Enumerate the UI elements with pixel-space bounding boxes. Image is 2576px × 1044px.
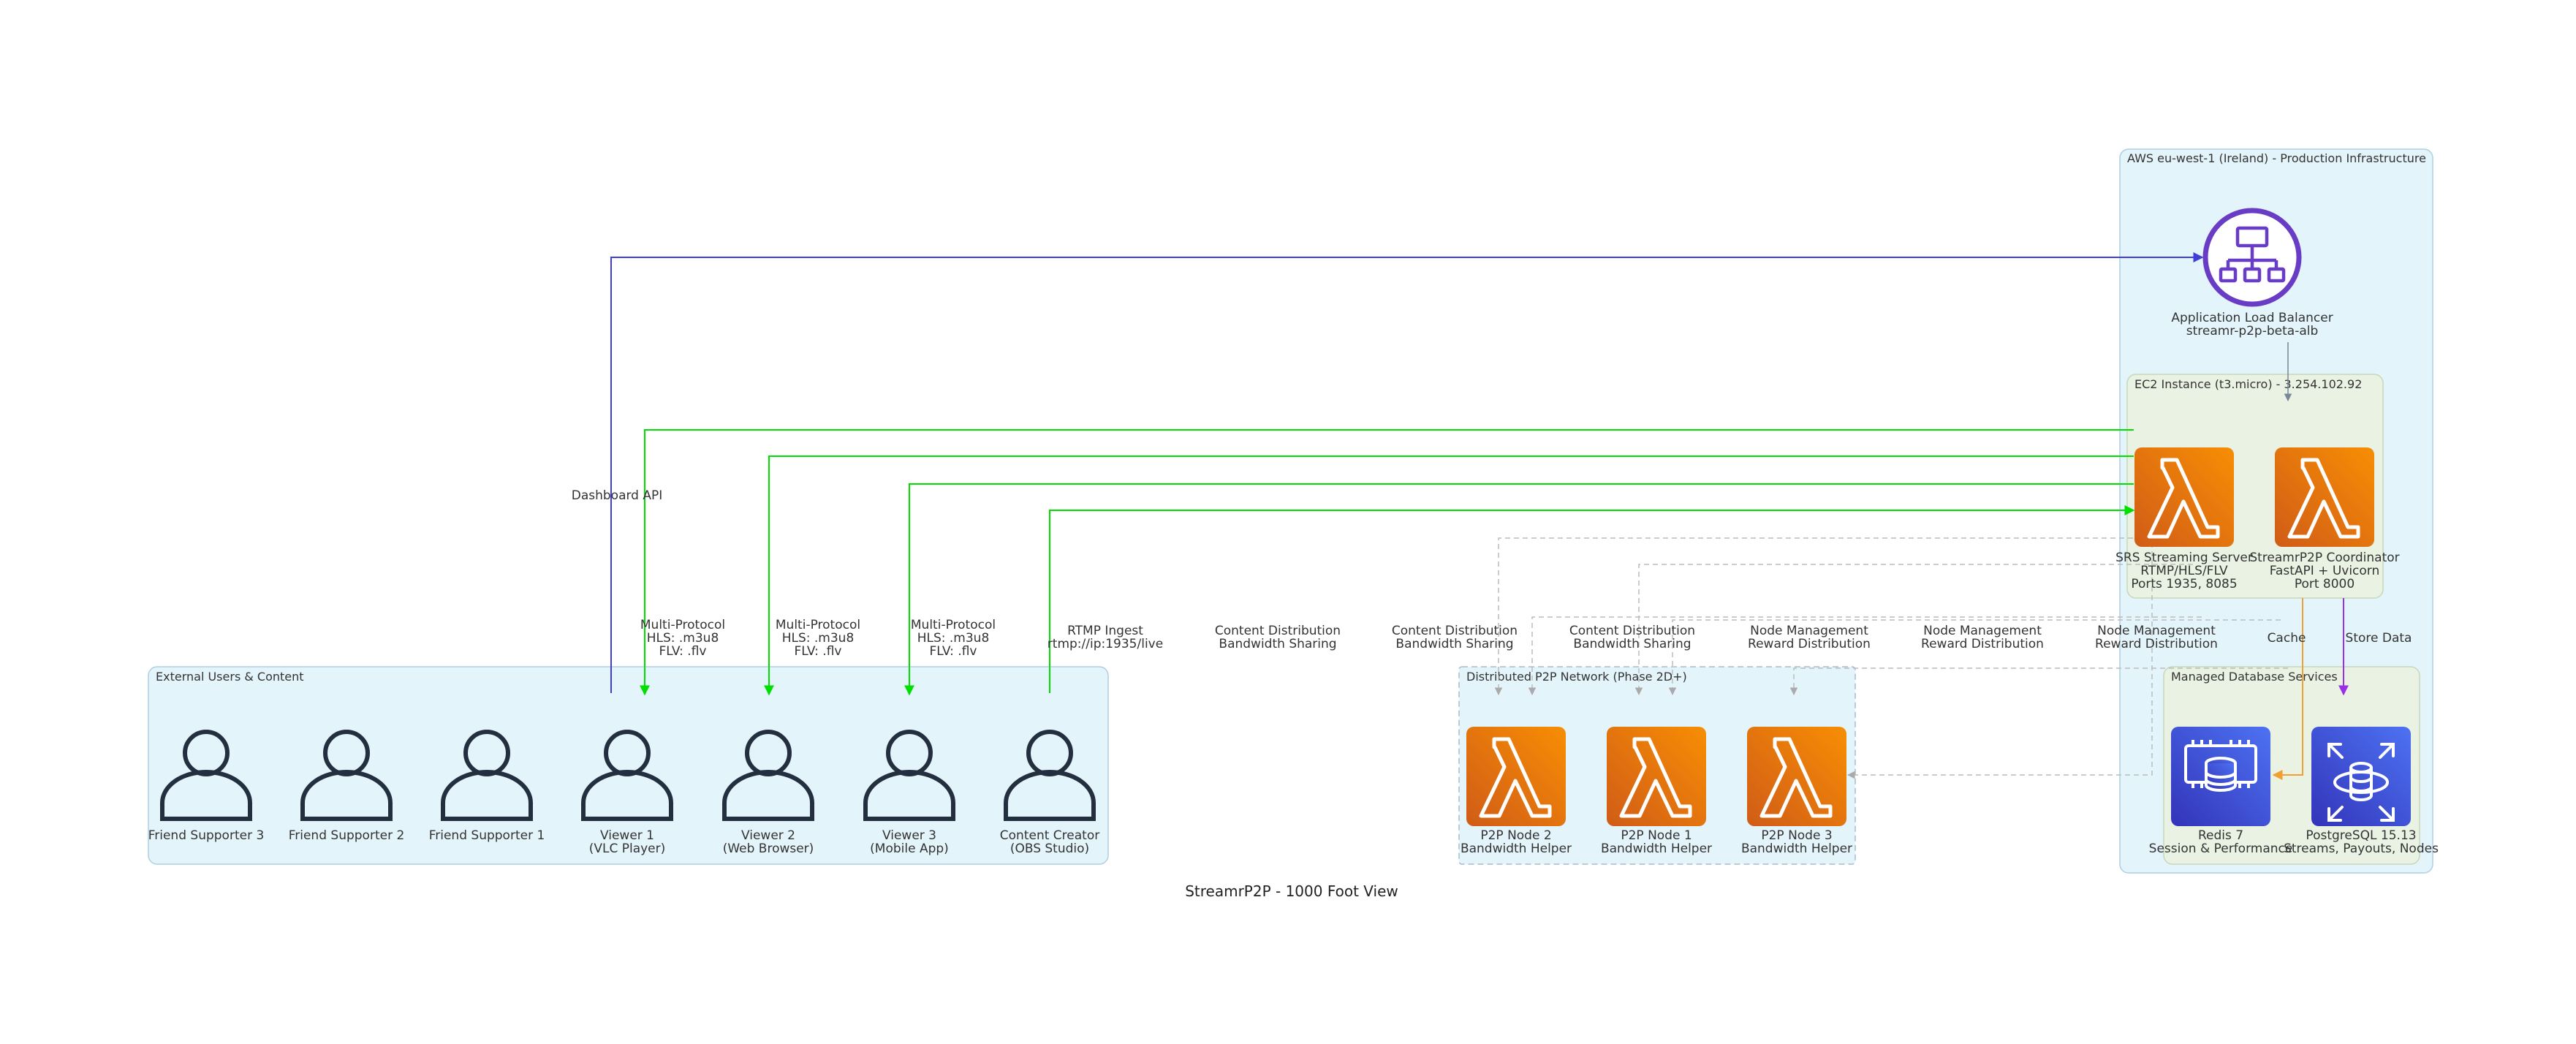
node-friend-supporter-1-label: Friend Supporter 1 (429, 828, 545, 843)
label-dashboard-api: Dashboard API (572, 488, 663, 503)
label-cache: Cache (2268, 631, 2306, 646)
node-viewer-1-label: Viewer 1(VLC Player) (589, 828, 666, 856)
node-viewer-2-label: Viewer 2(Web Browser) (723, 828, 814, 856)
node-viewer-3[interactable]: Viewer 3(Mobile App) (863, 730, 955, 856)
lambda-icon (2275, 447, 2374, 547)
node-viewer-1[interactable]: Viewer 1(VLC Player) (581, 730, 673, 856)
postgresql-database-icon (2311, 727, 2411, 826)
cluster-users-label: External Users & Content (156, 670, 304, 684)
user-icon (863, 730, 955, 821)
user-icon (441, 730, 533, 821)
cluster-ec2-label: EC2 Instance (t3.micro) - 3.254.102.92 (2134, 377, 2362, 391)
node-friend-supporter-1[interactable]: Friend Supporter 1 (429, 730, 545, 843)
cluster-db-label: Managed Database Services (2171, 670, 2338, 684)
node-friend-supporter-2[interactable]: Friend Supporter 2 (289, 730, 405, 843)
edge-srs-viewer2 (764, 455, 2134, 696)
lambda-icon (1607, 727, 1706, 826)
user-icon (160, 730, 252, 821)
label-store-data: Store Data (2346, 631, 2412, 646)
edges-p2p-dashed (1494, 537, 2288, 779)
node-viewer-3-label: Viewer 3(Mobile App) (870, 828, 949, 856)
edge-srs-viewer1 (640, 429, 2134, 696)
node-friend-supporter-2-label: Friend Supporter 2 (289, 828, 405, 843)
node-friend-supporter-3[interactable]: Friend Supporter 3 (148, 730, 265, 843)
user-icon (1004, 730, 1096, 821)
lambda-icon (2134, 447, 2234, 547)
edge-srs-viewer3 (904, 483, 2134, 696)
user-icon (722, 730, 814, 821)
diagram-title: StreamrP2P - 1000 Foot View (1185, 882, 1398, 900)
cluster-p2p-label: Distributed P2P Network (Phase 2D+) (1466, 670, 1687, 684)
lambda-icon (1747, 727, 1846, 826)
node-content-creator-label: Content Creator(OBS Studio) (1000, 828, 1099, 856)
node-content-creator[interactable]: Content Creator(OBS Studio) (1000, 730, 1099, 856)
node-friend-supporter-3-label: Friend Supporter 3 (148, 828, 265, 843)
edge-dashboard-api (610, 252, 2204, 693)
edge-cache (2272, 598, 2303, 780)
node-viewer-2[interactable]: Viewer 2(Web Browser) (722, 730, 814, 856)
edge-rtmp-ingest (1049, 505, 2135, 693)
cluster-aws-label: AWS eu-west-1 (Ireland) - Production Inf… (2127, 151, 2426, 165)
user-icon (581, 730, 673, 821)
user-icon (300, 730, 393, 821)
lambda-icon (1466, 727, 1566, 826)
